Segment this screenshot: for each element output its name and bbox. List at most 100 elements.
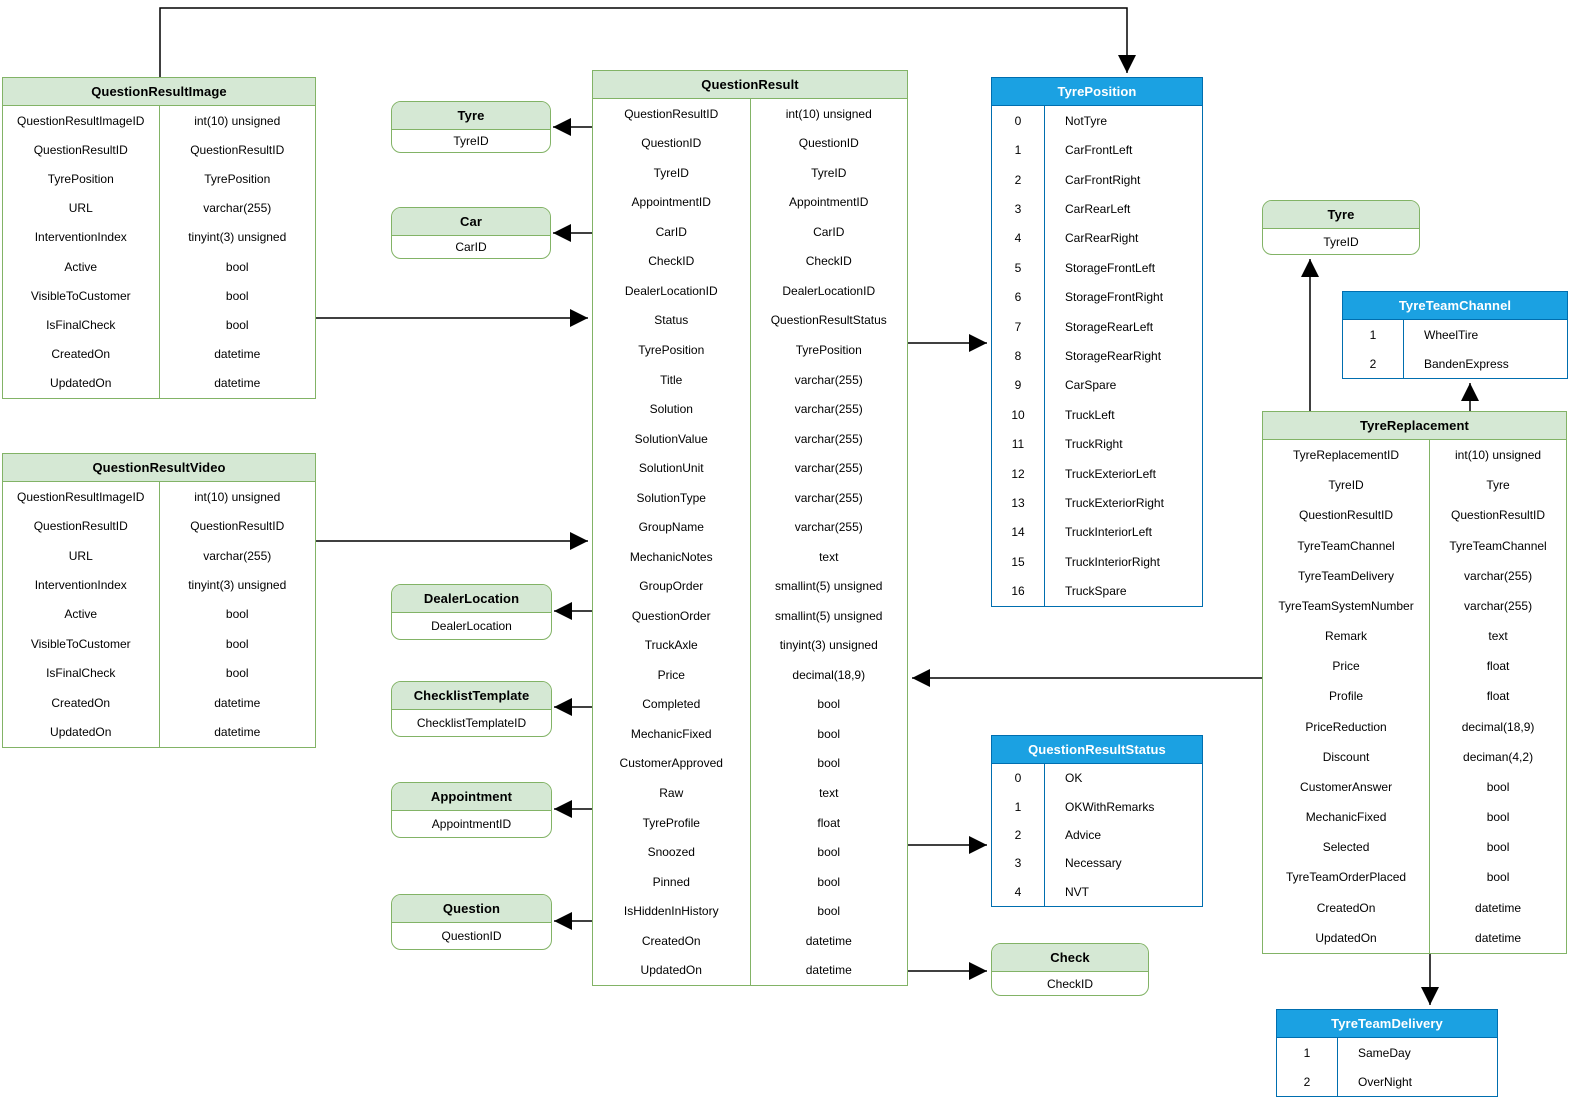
enum-key: 16	[1011, 584, 1025, 599]
field-type: datetime	[1429, 922, 1566, 953]
table-row: SolutionUnit varchar(255)	[593, 453, 907, 483]
table-title: ChecklistTemplate	[392, 682, 551, 710]
field-type: int(10) unsigned	[158, 106, 316, 136]
table-row: DealerLocationID DealerLocationID	[593, 276, 907, 306]
field-type: varchar(255)	[749, 364, 908, 395]
field-name: TyreTeamDelivery	[1298, 568, 1395, 583]
field-type: QuestionID	[749, 128, 908, 159]
field-name: CustomerAnswer	[1300, 779, 1393, 794]
field-name: URL	[68, 548, 93, 563]
enum-value: SameDay	[1337, 1038, 1497, 1067]
table-rows: 1 SameDay 2 OverNight	[1277, 1038, 1497, 1096]
field-type: bool	[158, 252, 316, 282]
field-name: MechanicNotes	[629, 549, 713, 564]
table-row: CustomerAnswer bool	[1263, 771, 1566, 803]
enum-key: 12	[1011, 466, 1025, 481]
field-name: QuestionResultImageID	[17, 489, 145, 504]
field-name: AppointmentID	[631, 195, 711, 210]
enum-key: 3	[1014, 201, 1022, 216]
field-type: varchar(255)	[749, 482, 908, 513]
enum-value: StorageFrontLeft	[1044, 253, 1202, 283]
field-name: Raw	[659, 785, 684, 800]
enum-value: CarFrontLeft	[1044, 135, 1202, 165]
table-title: QuestionResultImage	[3, 78, 315, 106]
enum-key: 2	[1014, 828, 1022, 843]
field-type: QuestionResultStatus	[749, 305, 908, 336]
field-type: text	[749, 778, 908, 808]
field-name: QuestionID	[641, 136, 702, 151]
table-title: TyrePosition	[992, 78, 1202, 106]
enum-value: Necessary	[1044, 849, 1202, 878]
field-type: bool	[1429, 802, 1566, 833]
enum-key: 11	[1011, 437, 1025, 452]
field-name: Remark	[1325, 629, 1368, 644]
table-title: Check	[992, 944, 1148, 972]
field-name: VisibleToCustomer	[30, 636, 131, 651]
enum-key: 1	[1303, 1045, 1311, 1060]
field-type: bool	[1429, 832, 1566, 863]
table-rows: CheckID	[992, 972, 1148, 995]
field-name: TruckAxle	[644, 638, 698, 653]
field-type: TyreID	[749, 158, 908, 188]
field-name: CreatedOn	[1316, 900, 1376, 915]
field-type: datetime	[158, 339, 316, 369]
enum-value: BandenExpress	[1403, 349, 1567, 378]
field-name: QuestionID	[441, 929, 502, 943]
field-type: float	[1429, 681, 1566, 712]
enum-value: NotTyre	[1044, 106, 1202, 136]
field-name: MechanicFixed	[1305, 810, 1387, 825]
field-type: varchar(255)	[749, 453, 908, 483]
field-name: InterventionIndex	[34, 230, 127, 245]
field-name: CarID	[655, 224, 687, 239]
enum-key: 0	[1014, 113, 1022, 128]
table-row: QuestionID QuestionID	[593, 128, 908, 159]
field-type: bool	[1429, 771, 1566, 803]
table-row: TyreID	[1263, 229, 1419, 254]
field-type: DealerLocationID	[749, 276, 908, 306]
field-type: tinyint(3) unsigned	[749, 630, 908, 661]
enum-value: OverNight	[1337, 1067, 1497, 1096]
field-type: datetime	[158, 368, 316, 399]
enum-key: 2	[1303, 1074, 1311, 1089]
field-type: datetime	[749, 955, 908, 985]
field-name: DealerLocationID	[624, 283, 718, 298]
field-name: TyrePosition	[47, 172, 114, 186]
field-name: SolutionUnit	[638, 461, 704, 476]
field-type: bool	[749, 896, 908, 926]
field-name: MechanicFixed	[630, 726, 712, 741]
field-type: bool	[158, 658, 316, 689]
table-row: MechanicFixed bool	[1263, 802, 1566, 833]
field-name: QuestionResultImageID	[17, 113, 145, 128]
enum-value: CarRearRight	[1044, 223, 1202, 254]
